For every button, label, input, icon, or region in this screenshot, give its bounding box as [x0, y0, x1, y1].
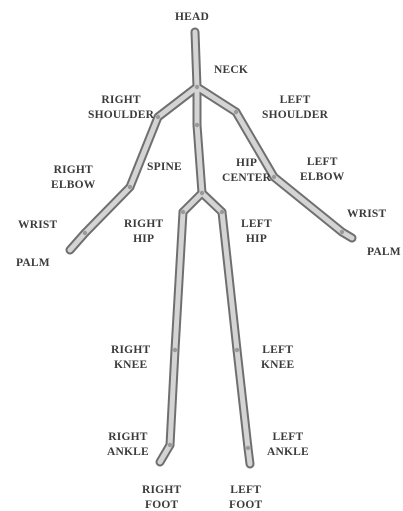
bone-neck-left-shoulder: [197, 87, 236, 112]
label-left-shoulder: LEFT SHOULDER: [262, 93, 328, 123]
bone-left-forearm: [274, 177, 342, 232]
label-left-elbow: LEFT ELBOW: [300, 155, 344, 185]
joint-left-shoulder: [234, 110, 238, 114]
label-right-wrist: WRIST: [18, 218, 57, 233]
label-left-palm: PALM: [367, 245, 401, 260]
label-right-ankle: RIGHT ANKLE: [107, 430, 149, 460]
joint-left-wrist: [340, 230, 344, 234]
joint-right-shoulder: [156, 115, 160, 119]
joint-right-wrist: [83, 231, 87, 235]
label-left-knee: LEFT KNEE: [261, 343, 294, 373]
label-right-foot: RIGHT FOOT: [142, 483, 181, 511]
bone-neck-right-shoulder: [158, 87, 197, 117]
label-left-ankle: LEFT ANKLE: [267, 430, 309, 460]
joint-hip-center: [200, 191, 204, 195]
joint-left-elbow: [272, 175, 276, 179]
label-left-foot: LEFT FOOT: [229, 483, 262, 511]
joint-left-knee: [235, 348, 239, 352]
bone-hip-right: [183, 193, 202, 212]
joint-spine: [195, 123, 199, 127]
label-right-elbow: RIGHT ELBOW: [51, 163, 95, 193]
joint-right-ankle: [168, 443, 172, 447]
label-left-hip: LEFT HIP: [241, 217, 272, 247]
joint-right-hip: [181, 210, 185, 214]
label-right-knee: RIGHT KNEE: [111, 343, 150, 373]
label-left-wrist: WRIST: [347, 207, 386, 222]
joint-right-elbow: [128, 185, 132, 189]
bone-left-foot: [248, 448, 250, 464]
label-right-palm: PALM: [16, 256, 50, 271]
label-hip-center: HIP CENTER: [222, 156, 271, 186]
joint-right-knee: [173, 348, 177, 352]
label-neck: NECK: [214, 63, 248, 78]
joint-left-ankle: [246, 446, 250, 450]
bone-left-thigh: [222, 212, 237, 350]
label-head: HEAD: [175, 10, 209, 25]
joint-left-hip: [220, 210, 224, 214]
bone-head-neck: [195, 32, 197, 87]
label-right-hip: RIGHT HIP: [124, 217, 163, 247]
bone-hip-left: [202, 193, 222, 212]
label-right-shoulder: RIGHT SHOULDER: [88, 93, 154, 123]
bone-right-upper-arm: [130, 117, 158, 187]
joint-neck: [195, 85, 199, 89]
label-spine: SPINE: [147, 160, 182, 175]
